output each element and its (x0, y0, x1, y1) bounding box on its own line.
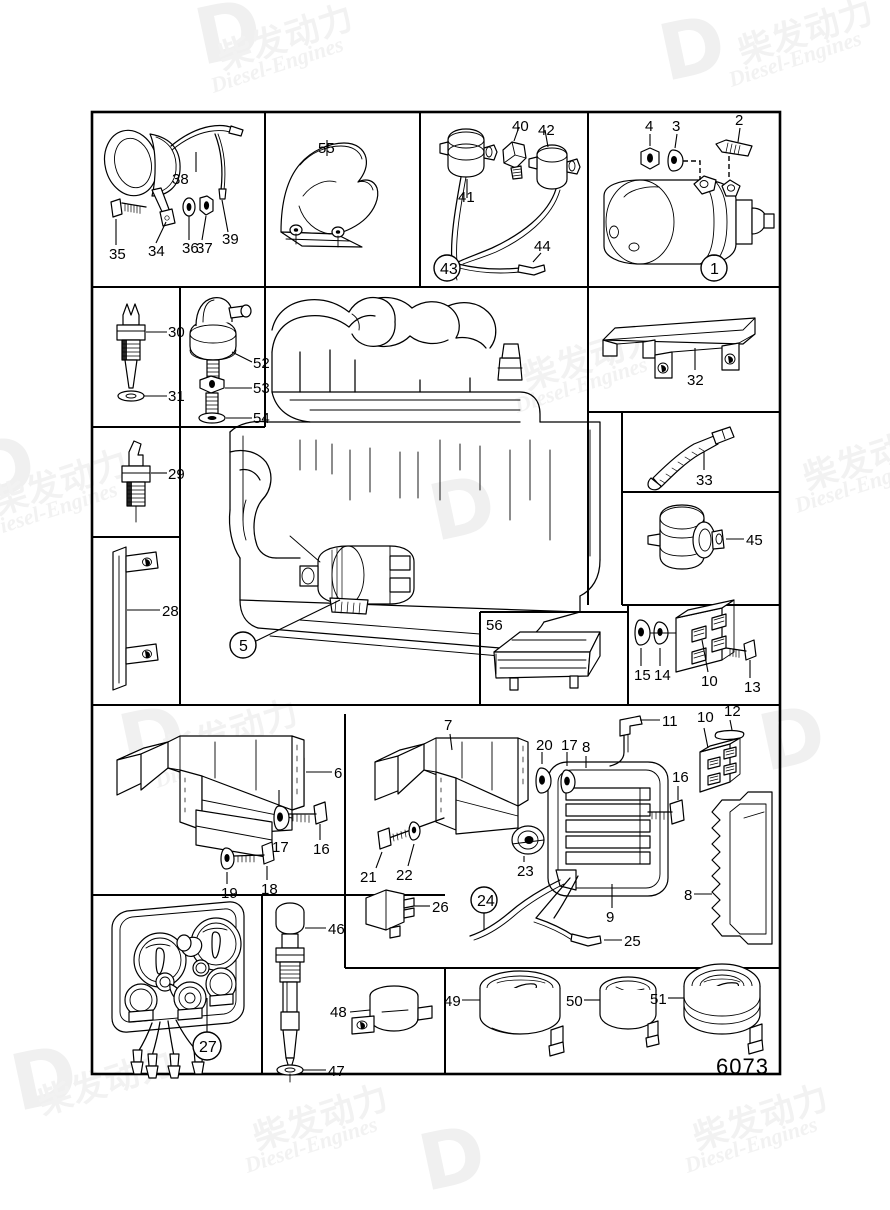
callout-circle-5 (229, 631, 257, 659)
callout-32: 32 (687, 372, 704, 389)
callout-46: 46 (328, 921, 345, 938)
panel-intake-cover: 55 (280, 140, 379, 248)
callout-42: 42 (538, 122, 555, 139)
callout-43: 43 (440, 261, 458, 278)
panel-glow-plug: 46 47 (275, 902, 345, 1083)
callout-34: 34 (148, 243, 165, 260)
callout-45: 45 (746, 532, 763, 549)
panel-battery-assembly: 7 21 22 26 (360, 703, 773, 950)
callout-27: 27 (199, 1039, 217, 1056)
callout-38: 38 (172, 171, 189, 188)
callout-36: 36 (182, 240, 199, 257)
panel-horn-assembly: 38 39 35 34 36 37 (103, 124, 244, 263)
panel-engine-assembly: 5 (228, 296, 601, 659)
callout-16: 16 (313, 841, 330, 858)
panel-heat-exchanger: 56 (486, 617, 601, 691)
panel-temperature-switch: 29 (121, 440, 185, 523)
callout-52: 52 (253, 355, 270, 372)
callout-7: 7 (444, 717, 452, 734)
callout-40: 40 (512, 118, 529, 135)
panel-bracket-28: 28 (112, 546, 179, 691)
panel-buzzer: 48 (330, 985, 433, 1035)
callout-25: 25 (624, 933, 641, 950)
callout-24: 24 (477, 893, 495, 910)
callout-17: 17 (272, 839, 289, 856)
callout-55: 55 (318, 140, 335, 157)
callout-29: 29 (168, 466, 185, 483)
callout-19: 19 (221, 885, 238, 902)
callout-1: 1 (710, 261, 719, 278)
callout-12: 12 (724, 703, 741, 720)
callout-10: 10 (697, 709, 714, 726)
callout-5: 5 (239, 638, 248, 655)
callout-37: 37 (196, 240, 213, 257)
callout-51: 51 (650, 991, 667, 1008)
callout-18: 18 (261, 881, 278, 898)
panel-retaining-strap: 33 (647, 426, 735, 491)
panel-sender-unit: 52 53 54 (189, 297, 270, 427)
panel-starter-motor: 1 4 3 2 (603, 112, 775, 282)
callout-21: 21 (360, 869, 377, 886)
callout-39: 39 (222, 231, 239, 248)
callout-8: 8 (582, 739, 590, 756)
callout-15: 15 (634, 667, 651, 684)
callout-9: 9 (606, 909, 614, 926)
callout-28: 28 (162, 603, 179, 620)
panel-terminal-block: 15 14 10 13 (634, 599, 761, 696)
callout-33: 33 (696, 472, 713, 489)
callout-53: 53 (253, 380, 270, 397)
callout-48: 48 (330, 1004, 347, 1021)
callout-30: 30 (168, 324, 185, 341)
callout-41: 41 (458, 189, 475, 206)
callout-16: 16 (672, 769, 689, 786)
diagram-number: 6073 (716, 1054, 769, 1079)
callout-50: 50 (566, 993, 583, 1010)
callout-47: 47 (328, 1063, 345, 1080)
callout-49: 49 (444, 993, 461, 1010)
callout-31: 31 (168, 388, 185, 405)
panel-temperature-sender: 30 31 (116, 303, 185, 405)
callout-17: 17 (561, 737, 578, 754)
callout-circle-43 (433, 254, 461, 282)
callout-56: 56 (486, 617, 503, 634)
callout-10: 10 (701, 673, 718, 690)
panel-fuel-filter: 45 (647, 504, 763, 570)
diagram-outer-frame (90, 110, 782, 1076)
callout-22: 22 (396, 867, 413, 884)
callout-3: 3 (672, 118, 680, 135)
panel-bracket-6: 6 17 16 19 18 (116, 735, 342, 902)
callout-35: 35 (109, 246, 126, 263)
callout-11: 11 (662, 713, 678, 730)
callout-20: 20 (536, 737, 553, 754)
callout-26: 26 (432, 899, 449, 916)
callout-44: 44 (534, 238, 551, 255)
callout-13: 13 (744, 679, 761, 696)
callout-54: 54 (253, 410, 270, 427)
panel-gauges: 49 50 51 (444, 963, 764, 1057)
panel-instrument-panel: 27 (111, 901, 245, 1079)
callout-6: 6 (334, 765, 342, 782)
callout-4: 4 (645, 118, 653, 135)
panel-rail-bracket: 32 (602, 317, 756, 389)
callout-2: 2 (735, 112, 743, 129)
callout-23: 23 (517, 863, 534, 880)
callout-8: 8 (684, 887, 692, 904)
callout-14: 14 (654, 667, 671, 684)
panel-pressure-senders: 43 41 40 42 44 (433, 118, 581, 282)
